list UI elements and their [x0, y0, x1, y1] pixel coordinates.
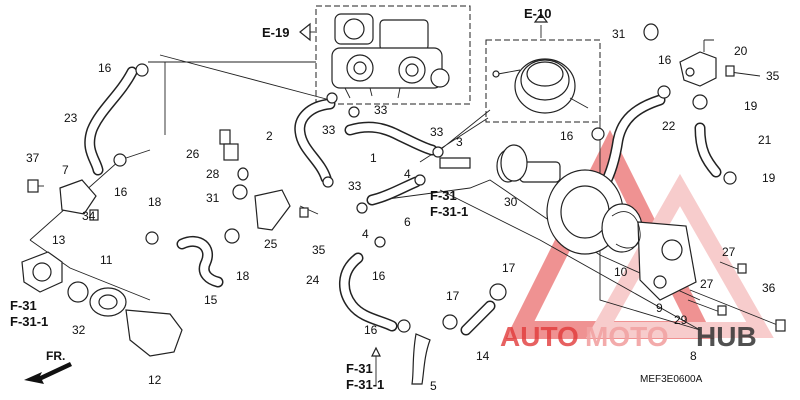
callout-number: 19	[762, 171, 776, 185]
fitting-20	[679, 39, 717, 87]
hose-2	[294, 98, 336, 184]
oring-30	[500, 144, 528, 182]
hose-1	[344, 121, 438, 156]
ref-label-e10: E-10	[524, 6, 551, 21]
reservoir-tank	[485, 39, 601, 123]
callout-number: 16	[98, 61, 112, 75]
gasket-10	[611, 211, 641, 249]
callout-number: 12	[148, 373, 162, 387]
f-label-b: F-31-1	[346, 377, 384, 392]
callout-number: 14	[476, 349, 490, 363]
callout-number: 30	[504, 195, 518, 209]
water-pump	[496, 149, 697, 301]
callout-number: 17	[502, 261, 516, 275]
thermostat-housing	[21, 179, 183, 357]
callout-number: 16	[114, 185, 128, 199]
callout-number: 35	[766, 69, 780, 83]
f-label-b: F-31-1	[430, 204, 468, 219]
e19-arrow-head	[299, 22, 311, 42]
fitting-25	[254, 189, 291, 231]
callout-number: 27	[700, 277, 714, 291]
hose-24	[339, 252, 398, 332]
callout-number: 11	[100, 253, 113, 267]
callout-number: 8	[690, 349, 697, 363]
callout-number: 25	[264, 237, 278, 251]
hose-clamps	[113, 63, 737, 333]
watermark-moto: MOTO	[585, 321, 668, 352]
callout-number: 15	[204, 293, 218, 307]
callout-number: 26	[186, 147, 200, 161]
callout-number: 22	[662, 119, 676, 133]
callout-number: 33	[348, 179, 362, 193]
callout-number: 16	[372, 269, 386, 283]
callout-number: 23	[64, 111, 78, 125]
f-label-a: F-31	[10, 298, 37, 313]
callout-number: 35	[312, 243, 326, 257]
sensor-26	[219, 129, 239, 161]
hose-15	[176, 235, 224, 288]
callout-number: 13	[52, 233, 66, 247]
f-label-a: F-31	[430, 188, 457, 203]
callout-number: 33	[322, 123, 336, 137]
hose-14	[460, 300, 496, 336]
callout-number: 32	[72, 323, 86, 337]
f31-arrow	[371, 346, 381, 357]
f-label-b: F-31-1	[10, 314, 48, 329]
callout-number: 16	[364, 323, 378, 337]
callout-number: 1	[370, 151, 377, 165]
pipe-3	[439, 157, 471, 169]
callout-number: 29	[674, 313, 688, 327]
pipe-5	[411, 333, 431, 385]
callout-number: 33	[374, 103, 388, 117]
callout-number: 21	[758, 133, 772, 147]
callout-number: 36	[762, 281, 776, 295]
hose-6	[366, 176, 422, 206]
callout-number: 33	[430, 125, 444, 139]
hose-22	[598, 94, 666, 192]
hose-21	[694, 122, 722, 178]
callout-number: 16	[560, 129, 574, 143]
f-label-a: F-31	[346, 361, 373, 376]
ref-label-e19: E-19	[262, 25, 289, 40]
callout-number: 16	[658, 53, 672, 67]
callout-number: 31	[612, 27, 626, 41]
callout-number: 34	[82, 209, 96, 223]
callout-number: 4	[404, 167, 411, 181]
watermark-auto: AUTO	[500, 321, 579, 352]
oring-31-top	[643, 23, 659, 41]
callout-number: 3	[456, 135, 463, 149]
callout-number: 10	[614, 265, 628, 279]
callout-number: 7	[62, 163, 69, 177]
bolts	[27, 65, 786, 332]
callout-number: 20	[734, 44, 748, 58]
diagram-code: MEF3E0600A	[640, 374, 703, 385]
callout-number: 18	[236, 269, 250, 283]
e10-arrow	[533, 13, 549, 23]
front-arrow	[24, 362, 72, 384]
callout-number: 18	[148, 195, 162, 209]
callout-number: 19	[744, 99, 758, 113]
callout-number: 37	[26, 151, 40, 165]
callout-number: 4	[362, 227, 369, 241]
callout-number: 2	[266, 129, 273, 143]
callout-number: 24	[306, 273, 320, 287]
hose-23	[84, 66, 138, 176]
callout-number: 5	[430, 379, 437, 393]
callout-number: 28	[206, 167, 220, 181]
callout-number: 31	[206, 191, 220, 205]
callout-number: 17	[446, 289, 460, 303]
callout-number: 27	[722, 245, 736, 259]
throttle-body	[315, 5, 471, 105]
callout-numbers: 1 2 3 4 4 5 6 7 8 9 10 11 12 13 14 15 16…	[26, 27, 780, 393]
callout-number: 9	[656, 301, 663, 315]
oring-31	[232, 184, 248, 200]
washer-28	[237, 167, 249, 181]
watermark-hub: HUB	[696, 321, 757, 352]
front-label: FR.	[46, 349, 65, 363]
callout-number: 6	[404, 215, 411, 229]
